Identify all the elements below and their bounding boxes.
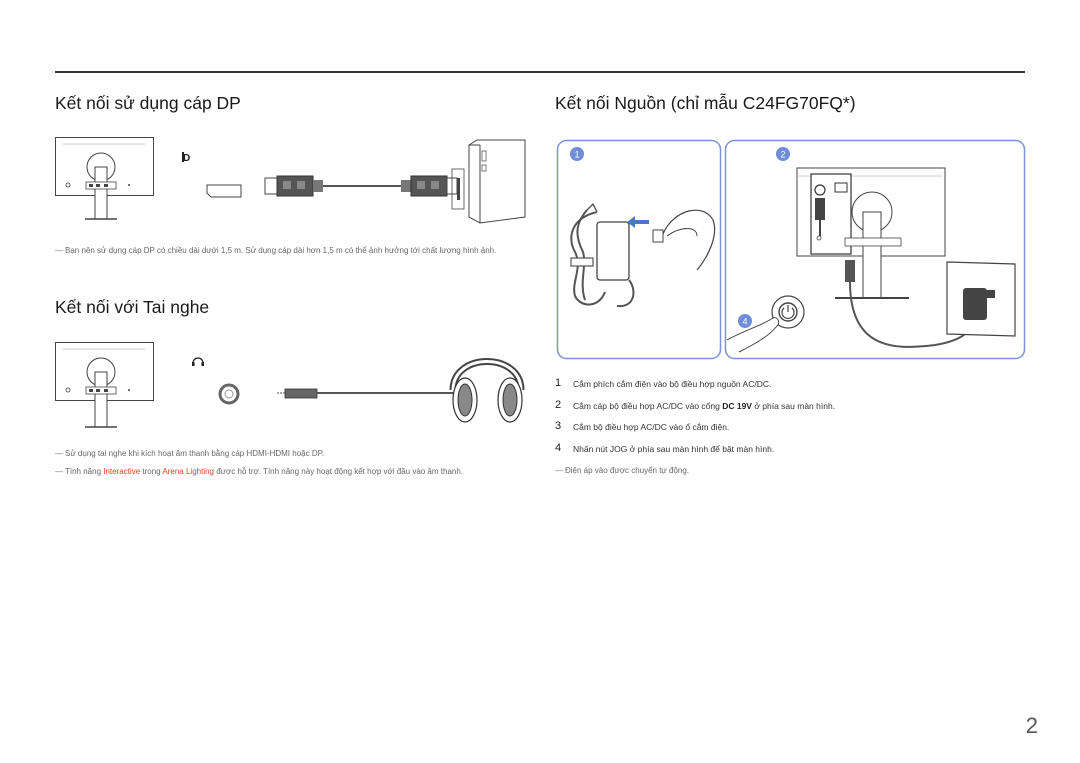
badge-4: 4 (742, 317, 747, 327)
top-rule (55, 71, 1025, 73)
headphone-connection-illustration (55, 342, 525, 428)
step-text: Nhấn nút JOG ở phía sau màn hình để bật … (573, 443, 775, 454)
step-number: 4 (555, 441, 562, 454)
dp-connection-illustration: D (55, 137, 526, 224)
dc-port-label: DC 19V (722, 400, 752, 411)
dp-note: ―Bạn nên sử dụng cáp DP có chiều dài dướ… (55, 244, 535, 257)
power-step-3: 3 Cắm bộ điều hợp AC/DC vào ổ cắm điện. (555, 420, 1025, 443)
note-text: trong (140, 467, 163, 476)
power-step-2: 2 Cắm cáp bộ điều hợp AC/DC vào cổng DC 1… (555, 398, 1025, 422)
badge-1: 1 (574, 150, 579, 160)
power-step-1: 1 Cắm phích cắm điện vào bộ điều hợp nguồ… (555, 377, 1025, 400)
headphone-note-1: ―Sử dụng tai nghe khi kích hoạt âm thanh… (55, 447, 535, 460)
page-number: 2 (1025, 713, 1038, 738)
step-text: Cắm bộ điều hợp AC/DC vào ổ cắm điện. (573, 422, 730, 432)
power-note: ―Điện áp vào được chuyển tự động. (555, 464, 1015, 477)
arena-lighting-mode-name: Arena Lighting (162, 467, 214, 476)
note-dash: ― (55, 467, 63, 476)
power-steps-list: 1 Cắm phích cắm điện vào bộ điều hợp nguồ… (555, 377, 1025, 465)
power-note-text: Điện áp vào được chuyển tự động. (565, 466, 690, 475)
step-text: Cắm cáp bộ điều hợp AC/DC vào cổng (573, 400, 723, 411)
headphone-note-1-text: Sử dụng tai nghe khi kích hoạt âm thanh … (65, 449, 325, 458)
power-section-title: Kết nối Nguồn (chỉ mẫu C24FG70FQ*) (555, 93, 856, 113)
power-step-panel-2: 2 3 4 (724, 139, 1026, 360)
power-step-panel-1: 1 (556, 139, 722, 360)
dp-port-label: D (183, 153, 190, 164)
interactive-feature-name: Interactive (103, 467, 141, 476)
note-dash: ― (55, 449, 63, 458)
dp-note-text: Bạn nên sử dụng cáp DP có chiều dài dưới… (65, 246, 497, 255)
dp-section-title: Kết nối sử dụng cáp DP (55, 93, 241, 113)
step-number: 3 (555, 420, 562, 432)
power-step-4: 4 Nhấn nút JOG ở phía sau màn hình để bật… (555, 441, 1025, 465)
step-number: 1 (555, 377, 562, 389)
note-text: Tính năng (65, 467, 104, 476)
note-text: được hỗ trợ. Tính năng này hoạt động kết… (214, 467, 464, 476)
headphone-note-2: ―Tính năng Interactive trong Arena Light… (55, 465, 510, 478)
note-dash: ― (555, 466, 563, 475)
step-text: ở phía sau màn hình. (751, 400, 836, 411)
note-dash: ― (55, 246, 63, 255)
dp-port-icon (182, 152, 184, 162)
badge-2: 2 (780, 150, 785, 160)
headphone-section-title: Kết nối với Tai nghe (55, 297, 210, 317)
step-number: 2 (555, 398, 562, 411)
step-text: Cắm phích cắm điện vào bộ điều hợp nguồn… (573, 379, 772, 389)
headphone-icon (192, 357, 204, 364)
